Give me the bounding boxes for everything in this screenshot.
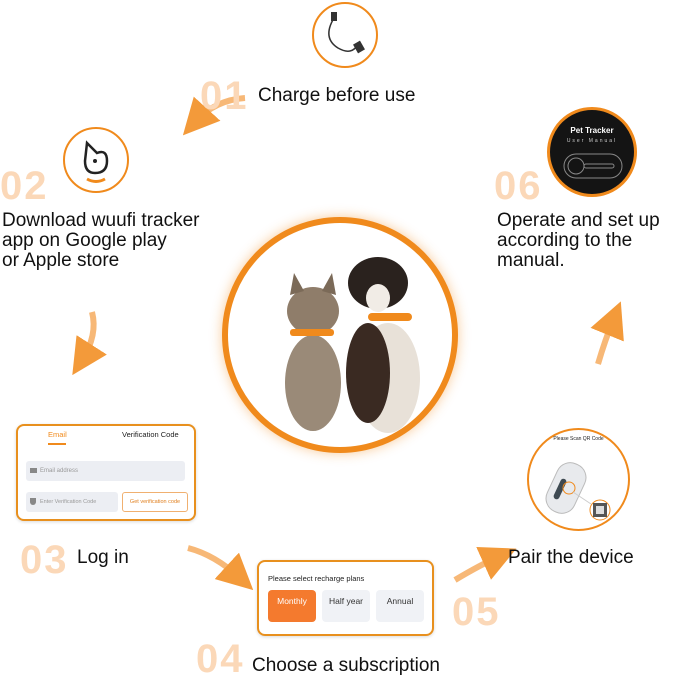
email-placeholder: Email address xyxy=(40,468,79,474)
step-2-line: Download wuufi tracker xyxy=(2,210,200,231)
step-number-06: 06 xyxy=(494,164,543,208)
step-6-text: Operate and set up according to the manu… xyxy=(497,211,660,271)
tab-email[interactable]: Email xyxy=(48,430,67,439)
code-placeholder: Enter Verification Code xyxy=(40,499,97,505)
step-number-04: 04 xyxy=(196,637,245,679)
step-number-02: 02 xyxy=(0,164,49,208)
active-tab-indicator xyxy=(48,443,66,445)
step-2-line: or Apple store xyxy=(2,250,120,271)
verification-code-input[interactable]: Enter Verification Code xyxy=(26,492,118,512)
step-1-text: Charge before use xyxy=(258,85,416,106)
step-number-05: 05 xyxy=(452,590,501,634)
scan-qr-label: Please Scan QR Code xyxy=(553,436,604,442)
recharge-plans-card: Please select recharge plans Monthly Hal… xyxy=(257,560,434,636)
shield-icon xyxy=(30,498,36,505)
email-input[interactable]: Email address xyxy=(26,461,185,481)
step-5-text: Pair the device xyxy=(508,547,634,568)
wuufi-app-logo-icon xyxy=(63,127,129,193)
pets-photo xyxy=(222,217,458,453)
arrow-5-to-6 xyxy=(590,301,624,365)
arrow-1-to-2 xyxy=(182,95,246,136)
tracker-with-qr-code xyxy=(545,462,611,521)
manual-subtitle: User Manual xyxy=(566,138,618,144)
cat-and-dog-illustration xyxy=(285,257,420,433)
step-6-line: according to the xyxy=(497,230,633,251)
plans-title: Please select recharge plans xyxy=(268,574,365,583)
tab-verification-code[interactable]: Verification Code xyxy=(122,430,179,439)
plan-monthly[interactable]: Monthly xyxy=(268,590,316,622)
get-verification-code-button[interactable]: Get verification code xyxy=(122,492,188,512)
usb-cable-icon xyxy=(312,2,378,68)
tracker-outline-icon xyxy=(563,153,623,179)
plan-half-year[interactable]: Half year xyxy=(322,590,370,622)
mail-icon xyxy=(30,468,37,473)
login-card: Email Verification Code Email address En… xyxy=(16,424,196,521)
step-number-01: 01 xyxy=(200,74,249,118)
plan-annual[interactable]: Annual xyxy=(376,590,424,622)
arrow-4-to-5 xyxy=(453,546,517,583)
step-6-line: Operate and set up xyxy=(497,210,660,231)
step-4-text: Choose a subscription xyxy=(252,655,440,676)
arrow-3-to-4 xyxy=(187,545,254,591)
step-2-text: Download wuufi tracker app on Google pla… xyxy=(2,211,199,271)
step-number-03: 03 xyxy=(20,538,69,582)
arrow-2-to-3 xyxy=(72,311,107,376)
pair-device-qr-icon: Please Scan QR Code xyxy=(527,428,630,531)
manual-title: Pet Tracker xyxy=(570,126,614,135)
step-2-line: app on Google play xyxy=(2,230,167,251)
step-6-line: manual. xyxy=(497,250,565,271)
step-3-text: Log in xyxy=(77,547,129,568)
user-manual-icon: Pet Tracker User Manual xyxy=(547,107,637,197)
